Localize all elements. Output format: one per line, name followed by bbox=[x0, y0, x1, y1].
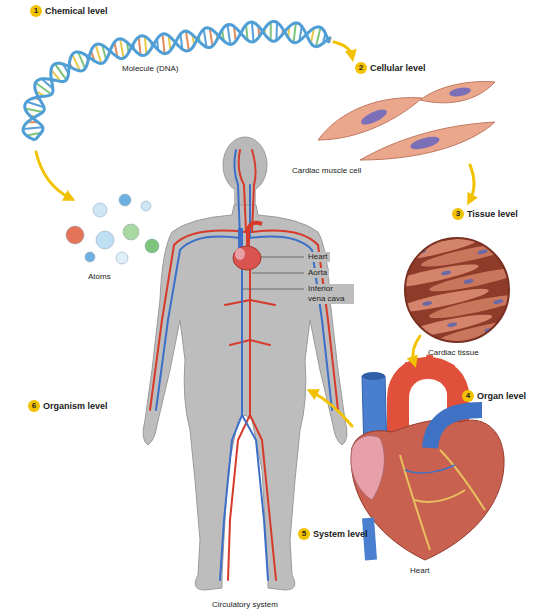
level-title: Organ level bbox=[477, 390, 526, 402]
cardiac-tissue bbox=[422, 301, 433, 307]
caption-label: Circulatory system bbox=[212, 600, 278, 610]
atoms bbox=[141, 201, 151, 211]
callout-number: 5 bbox=[298, 528, 310, 540]
arteries bbox=[239, 150, 256, 185]
level-title: Chemical level bbox=[45, 5, 108, 17]
atoms bbox=[96, 231, 114, 249]
part-label: Cardiac tissue bbox=[428, 348, 479, 358]
sequence-arrow bbox=[312, 392, 352, 426]
arteries bbox=[225, 300, 275, 345]
heart-organ bbox=[405, 465, 455, 473]
cardiac-tissue bbox=[447, 322, 458, 328]
body-heart bbox=[248, 223, 262, 246]
cardiac-tissue bbox=[493, 299, 504, 305]
heart-organ bbox=[362, 372, 385, 380]
veins bbox=[220, 262, 242, 580]
cardiac-muscle-cells bbox=[359, 107, 389, 128]
cardiac-tissue bbox=[411, 235, 509, 345]
heart-organ bbox=[351, 436, 384, 500]
part-label: Heart bbox=[410, 566, 430, 576]
cardiac-tissue bbox=[376, 217, 538, 368]
body-heart bbox=[235, 248, 245, 260]
cardiac-tissue bbox=[477, 249, 488, 255]
cardiac-muscle-cells bbox=[409, 134, 441, 151]
cardiac-muscle-cells bbox=[420, 82, 495, 103]
part-label: Cardiac muscle cell bbox=[292, 166, 361, 176]
base-pair bbox=[23, 127, 43, 129]
base-pair bbox=[294, 23, 296, 43]
veins bbox=[242, 415, 268, 580]
heart-organ bbox=[368, 518, 371, 560]
dna-strand bbox=[23, 22, 331, 140]
callout-number: 2 bbox=[355, 62, 367, 74]
cardiac-muscle-cells bbox=[318, 82, 495, 160]
atoms bbox=[85, 252, 95, 262]
part-label: Heart bbox=[306, 252, 330, 262]
cardiac-tissue bbox=[376, 217, 538, 368]
part-label: Inferior vena cava bbox=[306, 284, 354, 304]
base-pair bbox=[228, 25, 231, 45]
base-pair bbox=[270, 22, 272, 40]
sequence-arrow bbox=[413, 336, 420, 362]
level-title: System level bbox=[313, 528, 368, 540]
atoms bbox=[123, 224, 139, 240]
sequence-arrow bbox=[470, 165, 474, 200]
cardiac-tissue bbox=[376, 217, 538, 368]
leader-line bbox=[243, 289, 304, 290]
veins bbox=[234, 150, 238, 185]
arteries bbox=[244, 185, 246, 232]
arteries bbox=[150, 231, 246, 410]
base-pair bbox=[252, 22, 254, 42]
body-silhouette bbox=[143, 137, 347, 590]
part-label: Aorta bbox=[306, 268, 329, 278]
body-heart bbox=[233, 246, 261, 270]
atoms bbox=[66, 194, 159, 264]
callout-number: 3 bbox=[452, 208, 464, 220]
veins bbox=[250, 237, 332, 411]
dna-helix bbox=[23, 21, 331, 140]
base-pair bbox=[186, 31, 189, 50]
dna-strand bbox=[25, 21, 329, 140]
callout-number: 1 bbox=[30, 5, 42, 17]
atoms bbox=[145, 239, 159, 253]
cardiac-tissue bbox=[405, 238, 509, 342]
cardiac-muscle-cells bbox=[448, 86, 471, 98]
leader-line bbox=[261, 257, 304, 258]
body-silhouette bbox=[223, 137, 267, 193]
cardiac-tissue bbox=[441, 270, 452, 276]
base-pair bbox=[145, 36, 147, 54]
heart-organ bbox=[351, 355, 504, 560]
callout-number: 6 bbox=[28, 400, 40, 412]
arteries bbox=[252, 231, 338, 410]
atoms bbox=[93, 203, 107, 217]
arteries bbox=[250, 415, 276, 580]
base-pair bbox=[163, 34, 165, 54]
base-pair bbox=[120, 39, 124, 58]
level-title: Tissue level bbox=[467, 208, 518, 220]
leader-line bbox=[243, 257, 304, 289]
atoms bbox=[119, 194, 131, 206]
sequence-arrow bbox=[36, 152, 70, 198]
level-title: Cellular level bbox=[370, 62, 426, 74]
cardiac-muscle-cells bbox=[318, 98, 422, 140]
veins bbox=[156, 150, 332, 580]
level-title: Organism level bbox=[43, 400, 108, 412]
leader-line bbox=[252, 273, 304, 274]
part-label: Molecule (DNA) bbox=[122, 64, 178, 74]
arteries bbox=[150, 150, 338, 580]
callout-number: 4 bbox=[462, 390, 474, 402]
sequence-arrow bbox=[334, 42, 352, 56]
cardiac-muscle-cells bbox=[360, 122, 495, 160]
heart-organ bbox=[430, 410, 482, 448]
part-label: Atoms bbox=[88, 272, 111, 282]
body-heart bbox=[233, 223, 262, 270]
sequence-arrow bbox=[36, 42, 474, 426]
atoms bbox=[116, 252, 128, 264]
cardiac-tissue bbox=[463, 278, 474, 284]
veins bbox=[156, 237, 240, 411]
heart-organ bbox=[400, 450, 485, 550]
atoms bbox=[66, 226, 84, 244]
